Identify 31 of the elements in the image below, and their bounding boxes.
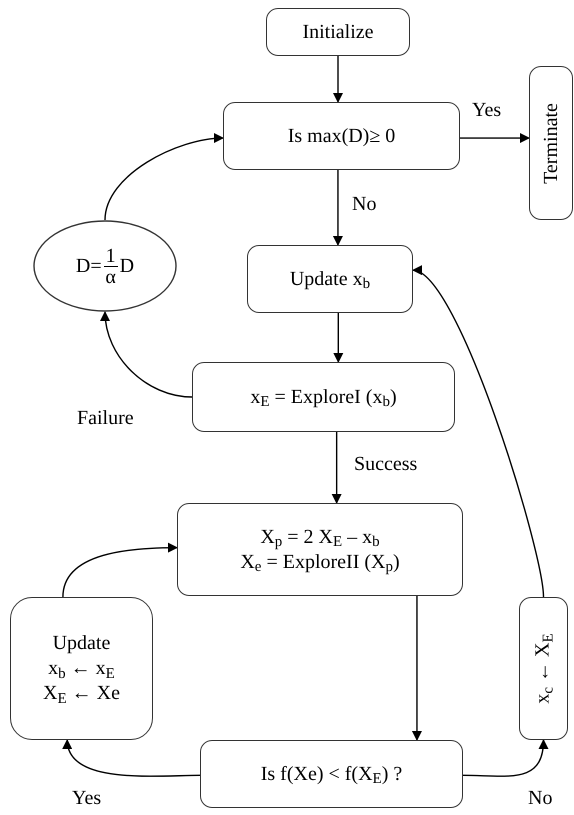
node-text: Update x$_{b}$ [290, 266, 370, 292]
node-text: Is max(D)≥ 0 [288, 124, 396, 148]
process-box [223, 102, 460, 170]
process-box [192, 362, 455, 432]
process-box [266, 8, 410, 56]
process-box [519, 597, 568, 740]
node-text: Is f(Xe) < f(X$_{E}$) ? [260, 762, 402, 786]
node-text: x$_{b}$ ← x$_{E}$ [48, 656, 115, 681]
arrow [62, 542, 178, 598]
process-box [177, 503, 463, 596]
arrow [463, 739, 548, 777]
arrow [100, 311, 192, 398]
node-text: X$_{E}$ ← Xe [43, 681, 120, 706]
arrow [332, 432, 342, 504]
node-text: Update [52, 631, 110, 656]
process-box [529, 66, 573, 220]
arrow [412, 596, 422, 741]
arrow [460, 133, 530, 144]
arrow [332, 170, 343, 246]
arrow [333, 313, 344, 363]
node-text: X$_{e}$ = ExploreII (X$_{p}$) [240, 550, 400, 574]
process-box [10, 597, 153, 740]
process-box [200, 740, 463, 808]
arrow [104, 134, 224, 220]
arrow [64, 739, 200, 777]
node-text: X$_{p}$ = 2 X$_{E}$ – x$_{b}$ [260, 524, 380, 550]
process-box [247, 245, 413, 313]
node-text: x$_{E}$ = ExploreI (x$_{b}$) [250, 384, 397, 410]
node-text: Terminate [538, 102, 562, 184]
node-text: Initialize [302, 20, 374, 44]
arrow [333, 56, 343, 103]
